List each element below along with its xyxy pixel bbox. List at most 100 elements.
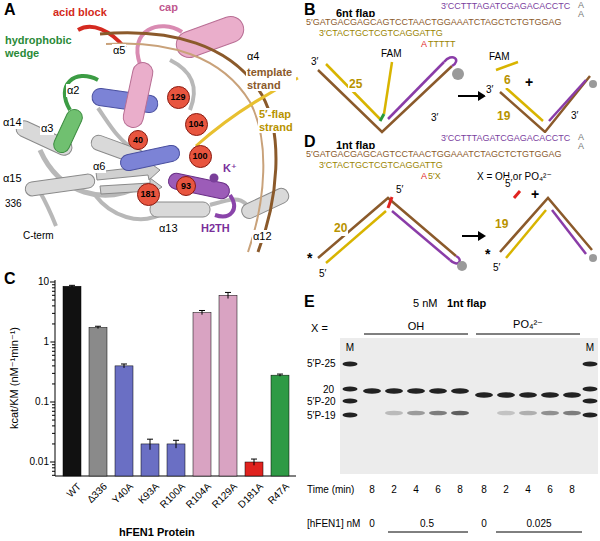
axis-tick	[52, 351, 55, 352]
axis-label: 5 nM	[412, 297, 438, 310]
dna-sequence: A	[577, 9, 585, 19]
bar	[277, 374, 283, 375]
gel-band	[343, 362, 598, 418]
bar	[173, 440, 179, 441]
label-holder: 5′	[504, 178, 513, 190]
label-holder: template strand	[246, 66, 296, 91]
label-holder: 1	[42, 336, 50, 348]
label-holder: M	[345, 342, 355, 354]
axis-tick	[52, 287, 55, 288]
gel-band	[385, 388, 403, 394]
bar	[251, 459, 257, 460]
bar	[219, 295, 237, 476]
label-holder: 5′GATGACGAGCAGTCCTAACTGGAAATCTAGCTCTGTGG…	[305, 149, 563, 159]
gel-band	[583, 413, 598, 418]
axis-tick	[52, 291, 55, 292]
label-holder: 0	[368, 518, 376, 530]
axis-tick	[52, 415, 55, 416]
gel-band	[563, 392, 581, 398]
axis-tick	[52, 407, 55, 408]
tick-label: 8	[480, 484, 488, 496]
label-holder: 3′CTACTGCTCGTCAGGATTG	[318, 28, 444, 38]
label-holder: Δ336	[84, 480, 110, 506]
label-holder: C	[3, 270, 17, 288]
bar	[167, 444, 185, 476]
label-holder: 3′CCTTTAGATCGAGACACCTC	[440, 1, 571, 11]
axis-tick	[52, 464, 55, 465]
label-holder: D181A	[235, 480, 266, 511]
protein-cartoon	[173, 13, 248, 61]
label-holder: FAM	[488, 51, 511, 63]
axis-tick	[52, 360, 55, 361]
label-holder: +	[524, 74, 534, 90]
label-holder: A	[577, 9, 585, 19]
label-holder: 5′X	[427, 171, 442, 181]
label-holder: hydrophobic wedge	[4, 34, 76, 59]
tick-label: Time (min)	[306, 484, 355, 496]
gel-band	[407, 411, 425, 416]
gel-band	[451, 388, 469, 394]
label-holder: 0.025	[525, 518, 552, 530]
residue-number: 100	[192, 152, 207, 161]
symbol-label: *	[484, 246, 491, 262]
tick-label: 6	[434, 484, 442, 496]
gel-band	[407, 388, 425, 394]
tick-label: 0.01	[29, 456, 50, 468]
substrate-title: 1nt flap	[446, 297, 487, 310]
label-holder: 2	[390, 484, 398, 496]
residue-marker: 100	[189, 145, 212, 168]
label-holder: 19	[494, 218, 509, 232]
bar	[176, 440, 177, 448]
dna-schematic	[444, 57, 456, 66]
axis-tick	[52, 323, 55, 324]
axis-tick	[52, 383, 55, 384]
residue-number: 129	[170, 93, 185, 102]
label-holder: R129A	[209, 480, 240, 511]
axis-tick	[50, 462, 55, 463]
label-holder: 4	[524, 484, 532, 496]
length-label: 19	[494, 218, 509, 232]
dna-schematic	[388, 197, 392, 208]
tick-label: 1	[42, 336, 50, 348]
panel-letter: C	[3, 270, 17, 288]
residue-number: 181	[140, 190, 155, 199]
axis-tick	[50, 342, 55, 343]
axis-label: kcat/KM (nM⁻¹min⁻¹)	[8, 326, 21, 430]
axis-label: OH	[407, 320, 426, 333]
label-holder: M	[585, 342, 595, 354]
region-label: H2TH	[200, 222, 231, 235]
label-holder: OH	[407, 320, 426, 333]
length-label: 19	[496, 110, 511, 124]
dna-sequence: A	[577, 141, 585, 151]
label-holder: R100A	[157, 480, 188, 511]
dna-schematic	[589, 254, 597, 262]
protein-cartoon	[167, 172, 231, 201]
axis-tick	[52, 355, 55, 356]
tick-label: 4	[524, 484, 532, 496]
tick-label: 2	[502, 484, 510, 496]
axis-tick	[52, 284, 55, 285]
label-holder: 5′P-25	[306, 358, 337, 370]
residue-number: 93	[181, 182, 191, 191]
label-holder: *	[306, 250, 313, 266]
end-label: 3′	[430, 112, 439, 124]
tick-label: 0	[480, 518, 488, 530]
tick-label: 20	[322, 384, 335, 396]
protein-cartoon	[40, 192, 56, 226]
helix-label: α4	[246, 50, 260, 63]
residue-marker: 40	[128, 130, 148, 150]
bar	[254, 459, 255, 465]
end-label: 5′	[492, 262, 501, 274]
bar	[63, 286, 81, 476]
dna-sequence: 3′CCTTTAGATCGAGACACCTC	[440, 133, 571, 143]
label-holder: 8	[568, 484, 576, 496]
protein-cartoon	[150, 202, 210, 217]
label-holder: H2TH	[200, 222, 231, 235]
gel-band	[519, 392, 537, 398]
axis-tick	[52, 373, 55, 374]
label-holder: 3′CCTTTAGATCGAGACACCTC	[440, 133, 571, 143]
end-label: 5′	[318, 268, 327, 280]
length-label: 25	[348, 78, 363, 92]
end-label: FAM	[380, 48, 403, 60]
gel	[476, 334, 580, 335]
